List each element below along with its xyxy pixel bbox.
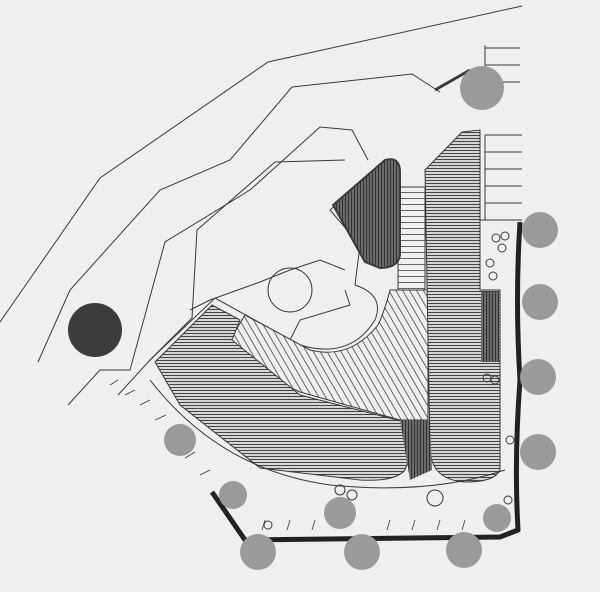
- slope-hatching: [109, 379, 466, 531]
- inner-path: [149, 379, 506, 489]
- site-boundary: [209, 221, 523, 543]
- contour-line: [117, 159, 346, 396]
- parking-top: [434, 45, 522, 221]
- trees: [164, 66, 558, 570]
- tree: [219, 481, 247, 509]
- building-triangle: [331, 158, 401, 270]
- building-left: [154, 304, 411, 481]
- contour-line: [0, 5, 523, 323]
- tree: [240, 534, 276, 570]
- tree: [520, 434, 556, 470]
- tree: [483, 504, 511, 532]
- plaza-outline: [149, 159, 401, 361]
- contour-lines: [0, 5, 523, 406]
- tree: [324, 497, 356, 529]
- contour-line: [37, 73, 441, 363]
- roundabout: [267, 267, 313, 313]
- tree: [344, 534, 380, 570]
- tree: [446, 532, 482, 568]
- building-tower: [424, 129, 501, 483]
- contour-line: [67, 126, 369, 406]
- feature-tree: [68, 303, 122, 357]
- tree: [520, 359, 556, 395]
- shrubs: [263, 231, 515, 530]
- tree: [522, 284, 558, 320]
- contour-line: [189, 259, 346, 311]
- stairs-north: [397, 186, 426, 291]
- tree: [460, 66, 504, 110]
- contour-line: [289, 289, 351, 341]
- tree: [522, 212, 558, 248]
- building-annex: [481, 292, 499, 362]
- courtyard-dark: [400, 420, 432, 480]
- tree: [164, 424, 196, 456]
